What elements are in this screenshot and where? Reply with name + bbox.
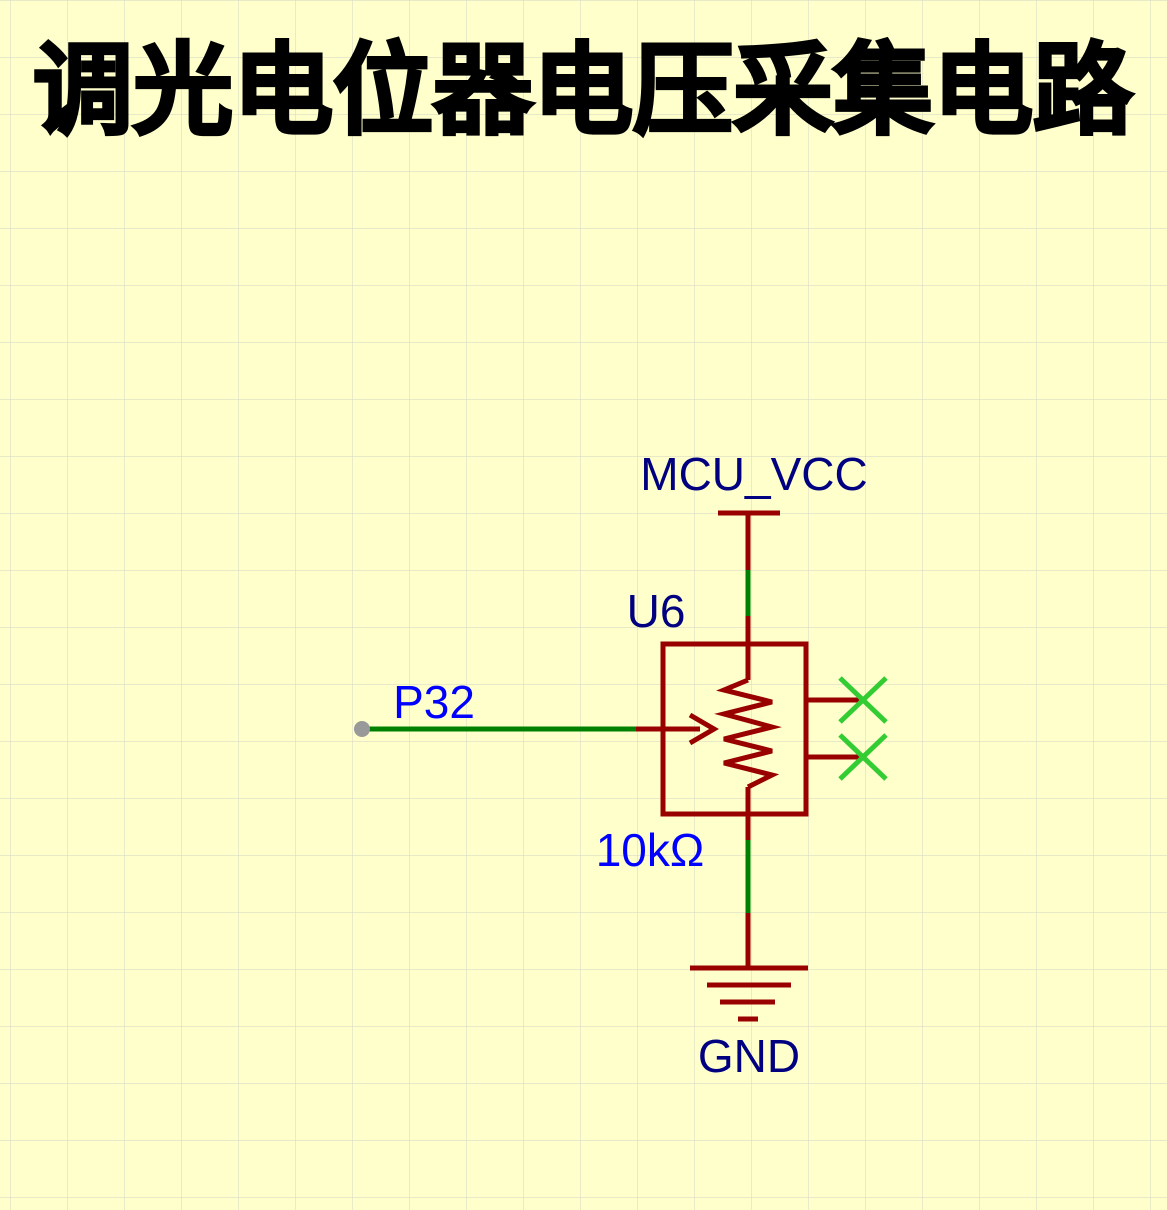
potentiometer-u6[interactable]: U6 [627, 585, 862, 840]
power-label: MCU_VCC [640, 448, 867, 500]
ground-symbol[interactable]: GND [690, 913, 808, 1082]
designator-label: U6 [627, 585, 686, 637]
value-label: 10kΩ [596, 824, 705, 876]
net-label-p32: P32 [393, 676, 475, 728]
ground-label: GND [698, 1030, 800, 1082]
net-port-dot[interactable] [354, 721, 370, 737]
diagram-title: 调光电位器电压采集电路 [33, 32, 1134, 149]
no-connect-marker-2[interactable] [838, 733, 888, 781]
no-connect-marker-1[interactable] [838, 676, 888, 724]
power-symbol-vcc[interactable]: MCU_VCC [640, 448, 868, 570]
